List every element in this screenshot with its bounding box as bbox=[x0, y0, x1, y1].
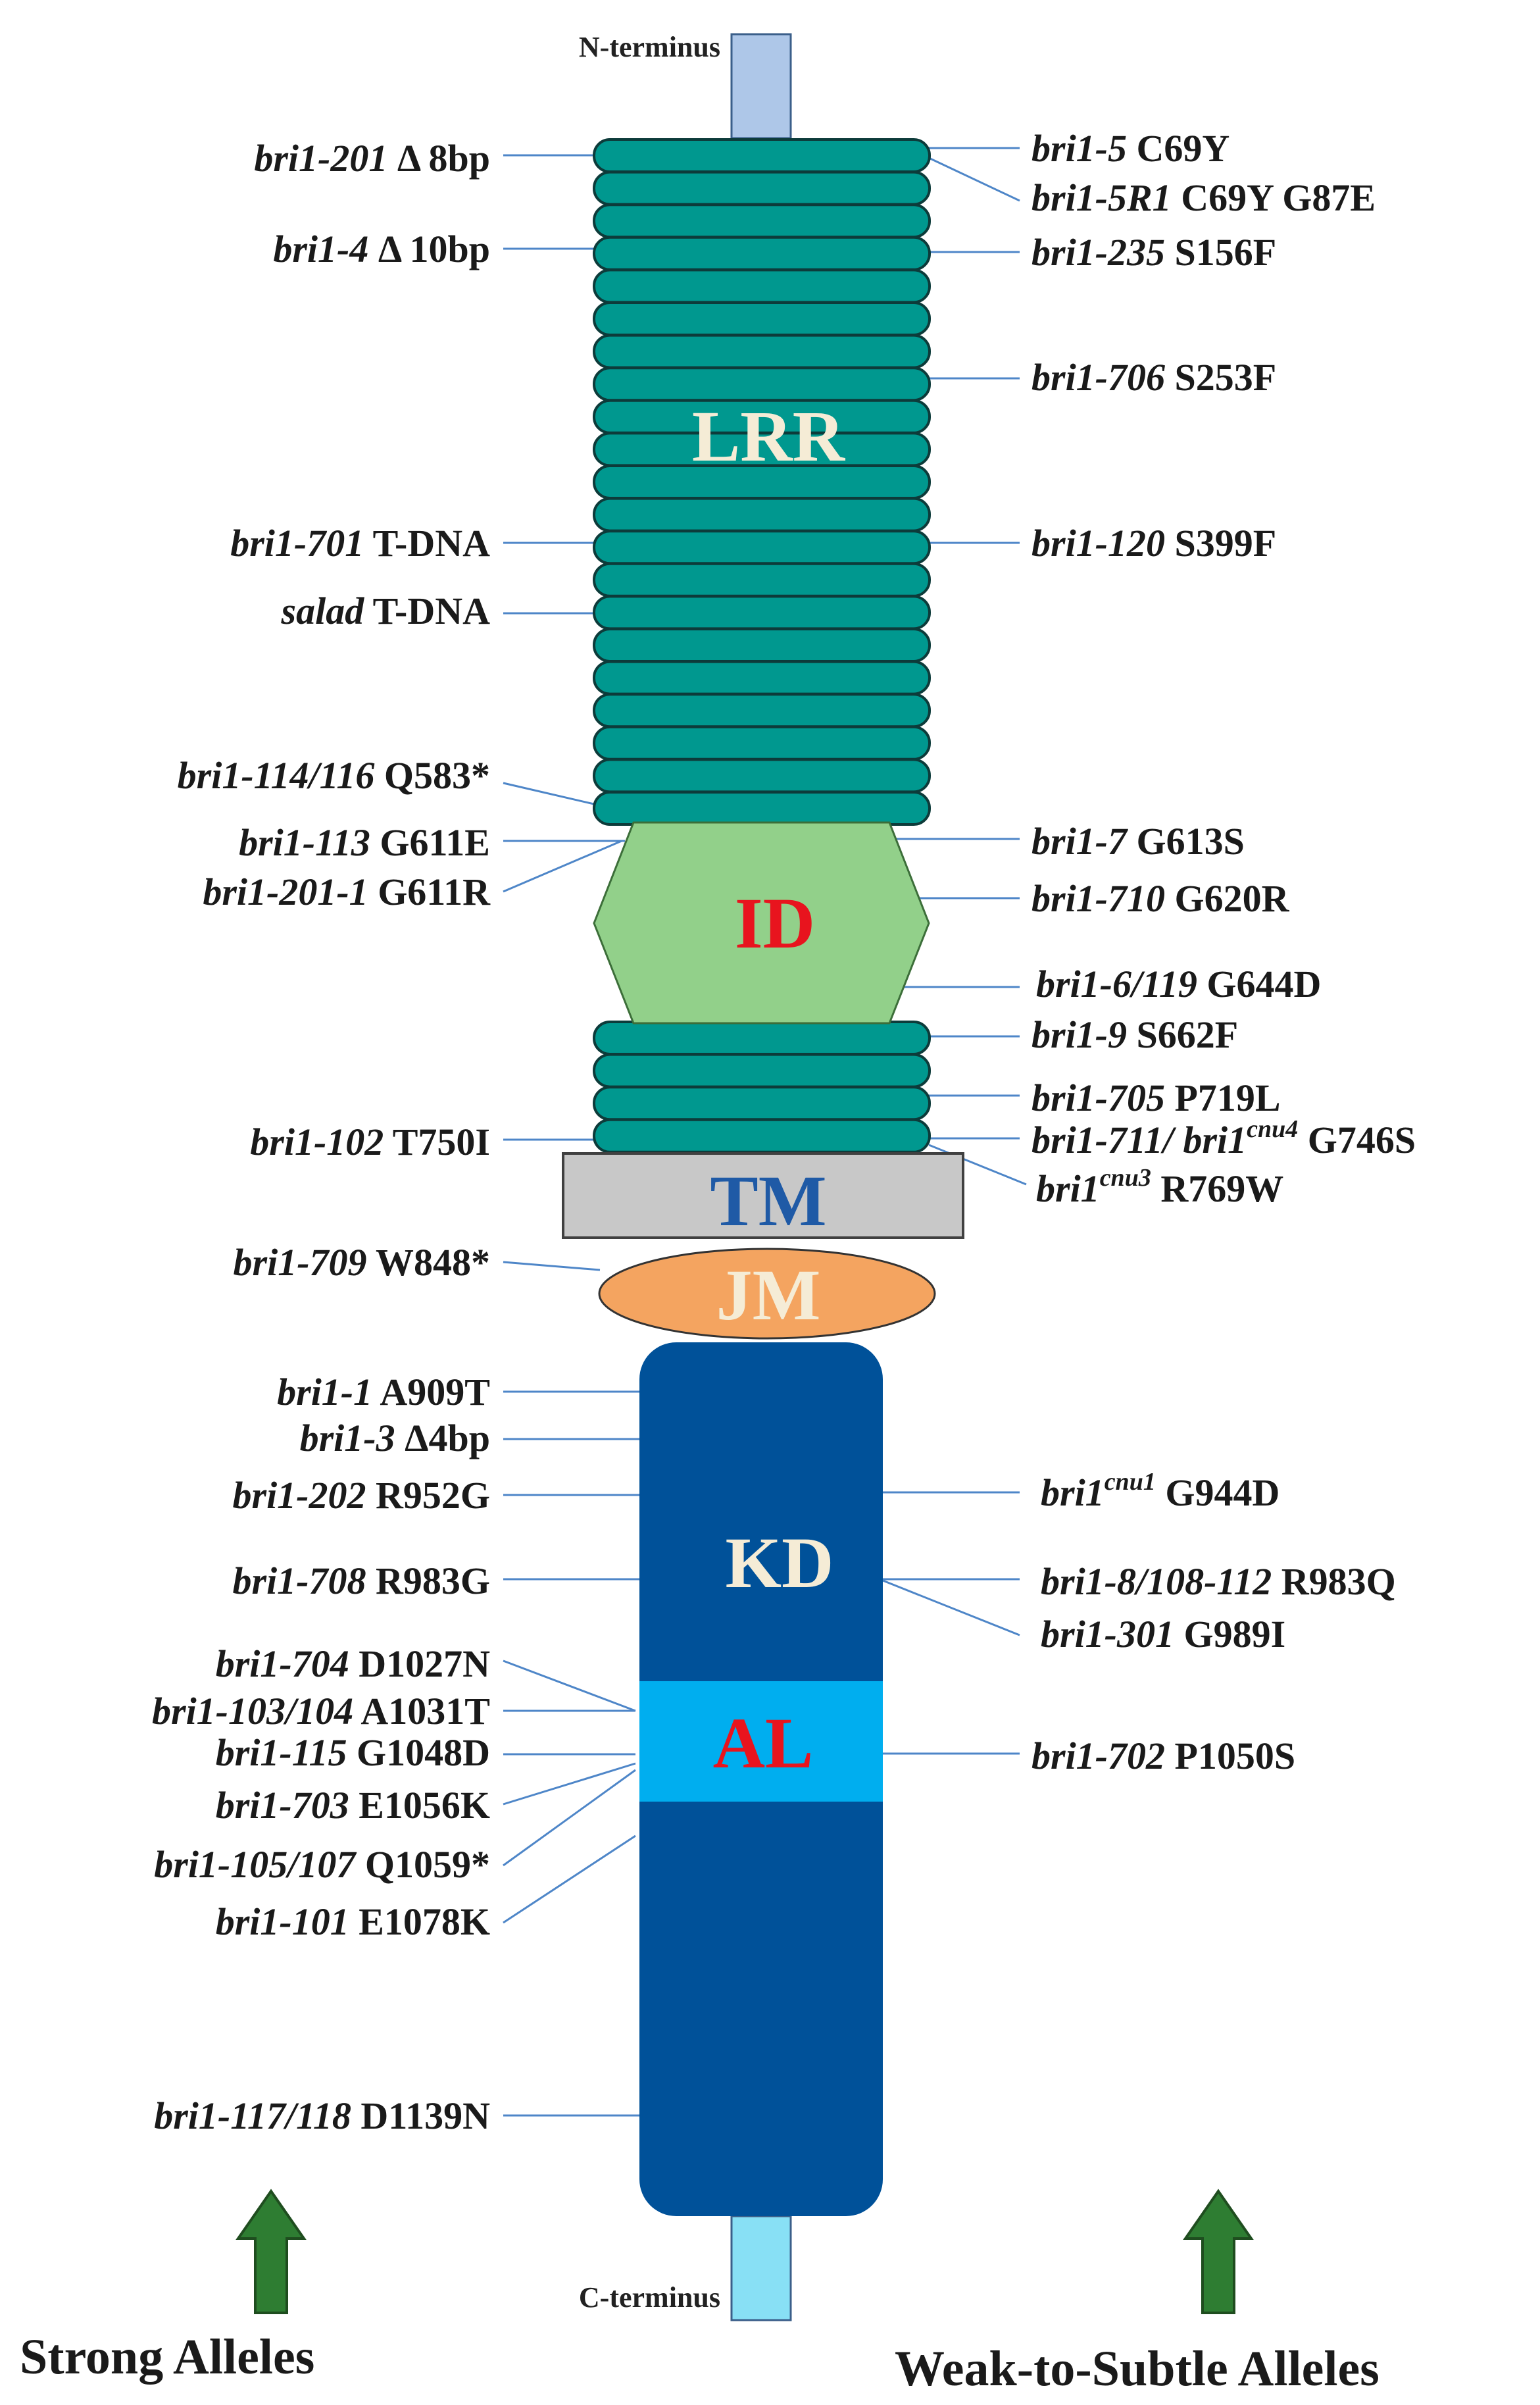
allele-label-left: bri1-105/107 Q1059* bbox=[154, 1843, 490, 1886]
allele-label-right: bri1-711/ bri1cnu4 G746S bbox=[1031, 1115, 1416, 1161]
allele-label-right: bri1-705 P719L bbox=[1031, 1076, 1281, 1119]
allele-label-right: bri1-235 S156F bbox=[1031, 231, 1276, 274]
allele-label-left: bri1-708 R983G bbox=[233, 1559, 491, 1602]
allele-label-right: bri1-710 G620R bbox=[1031, 877, 1290, 920]
al-box bbox=[639, 1681, 883, 1802]
connector-line bbox=[503, 1659, 636, 1712]
allele-label-left: bri1-201-1 G611R bbox=[203, 871, 491, 913]
lrr-repeat bbox=[593, 497, 931, 532]
allele-label-left: bri1-704 D1027N bbox=[216, 1642, 490, 1685]
legend: Strong Alleles Weak-to-Subtle Alleles bbox=[20, 2189, 1379, 2396]
allele-label-left: bri1-114/116 Q583* bbox=[178, 754, 490, 797]
lrr-repeat bbox=[593, 138, 931, 173]
allele-labels: bri1-201 Δ 8bp bri1-4 Δ 10bp bri1-701 T-DN… bbox=[152, 127, 1416, 2137]
strong-arrow-icon bbox=[236, 2189, 307, 2314]
lrr-repeat bbox=[593, 1118, 931, 1153]
lrr-repeat bbox=[593, 1021, 931, 1055]
allele-label-left: bri1-113 G611E bbox=[239, 821, 490, 864]
allele-label-right: bri1-9 S662F bbox=[1031, 1013, 1238, 1056]
c-terminus-label: C-terminus bbox=[579, 2281, 720, 2314]
kd-label: KD bbox=[726, 1523, 834, 1603]
n-terminus-bar bbox=[730, 33, 792, 139]
connector-line bbox=[503, 1762, 636, 1806]
strong-alleles-label: Strong Alleles bbox=[20, 2329, 314, 2385]
lrr-repeat bbox=[593, 236, 931, 271]
connector-lines bbox=[503, 147, 1027, 2117]
connector-line bbox=[882, 1579, 1020, 1636]
lrr-repeat bbox=[593, 693, 931, 728]
lrr-repeat bbox=[593, 660, 931, 696]
allele-label-left: bri1-115 G1048D bbox=[216, 1731, 490, 1774]
allele-label-left: bri1-117/118 D1139N bbox=[154, 2094, 490, 2137]
allele-label-right: bri1-301 G989I bbox=[1041, 1613, 1285, 1656]
tm-label: TM bbox=[710, 1161, 826, 1241]
allele-label-left: bri1-3 Δ4bp bbox=[300, 1417, 490, 1459]
jm-ellipse bbox=[598, 1248, 936, 1340]
lrr-repeat bbox=[593, 1086, 931, 1121]
lrr-repeat bbox=[593, 725, 931, 761]
lrr-repeat bbox=[593, 628, 931, 663]
allele-label-left: bri1-103/104 A1031T bbox=[152, 1690, 490, 1733]
al-label: AL bbox=[713, 1703, 814, 1783]
n-terminus-label: N-terminus bbox=[579, 31, 720, 63]
allele-label-right: bri1-120 S399F bbox=[1031, 522, 1276, 565]
lrr-repeat bbox=[593, 268, 931, 304]
connector-line bbox=[503, 1261, 601, 1271]
connector-line bbox=[503, 840, 622, 893]
allele-label-right: bri1-706 S253F bbox=[1031, 356, 1276, 399]
allele-label-left: bri1-202 R952G bbox=[233, 1474, 491, 1517]
lrr-repeat bbox=[593, 758, 931, 794]
tm-box bbox=[562, 1152, 964, 1239]
allele-label-right: bri1cnu1 G944D bbox=[1041, 1468, 1279, 1514]
lrr-repeat bbox=[593, 334, 931, 369]
allele-label-left: bri1-4 Δ 10bp bbox=[273, 228, 490, 270]
connector-line bbox=[928, 1144, 1027, 1186]
lrr-repeat bbox=[593, 367, 931, 402]
c-terminus-bar bbox=[730, 2215, 792, 2321]
allele-label-left: bri1-1 A909T bbox=[277, 1371, 490, 1413]
allele-label-left: bri1-102 T750I bbox=[250, 1121, 490, 1163]
allele-label-left: bri1-701 T-DNA bbox=[230, 522, 490, 565]
weak-alleles-label: Weak-to-Subtle Alleles bbox=[895, 2341, 1379, 2396]
id-hexagon bbox=[593, 821, 930, 1025]
lrr-repeat bbox=[593, 562, 931, 597]
connector-line bbox=[503, 782, 595, 805]
connector-line bbox=[503, 1835, 636, 1924]
allele-label-left: bri1-101 E1078K bbox=[216, 1900, 490, 1943]
lrr-repeat bbox=[593, 791, 931, 826]
lrr-repeat bbox=[593, 170, 931, 206]
lrr-repeat bbox=[593, 1053, 931, 1088]
allele-label-left: salad T-DNA bbox=[281, 590, 491, 632]
allele-label-left: bri1-201 Δ 8bp bbox=[254, 137, 490, 180]
allele-label-right: bri1-5 C69Y bbox=[1031, 127, 1230, 170]
jm-label: JM bbox=[716, 1255, 821, 1335]
allele-label-right: bri1-5R1 C69Y G87E bbox=[1031, 176, 1376, 219]
allele-label-right: bri1cnu3 R769W bbox=[1036, 1164, 1283, 1210]
lrr-repeat bbox=[593, 595, 931, 630]
allele-label-right: bri1-702 P1050S bbox=[1031, 1734, 1295, 1777]
lrr-repeat bbox=[593, 203, 931, 239]
id-label: ID bbox=[735, 883, 815, 963]
connector-line bbox=[928, 157, 1020, 202]
allele-label-left: bri1-709 W848* bbox=[234, 1241, 490, 1284]
lrr-label: LRR bbox=[692, 396, 846, 476]
lrr-repeat bbox=[593, 530, 931, 565]
allele-label-right: bri1-6/119 G644D bbox=[1036, 963, 1321, 1005]
weak-arrow-icon bbox=[1183, 2189, 1254, 2314]
allele-label-left: bri1-703 E1056K bbox=[216, 1784, 490, 1827]
connector-line bbox=[503, 1769, 636, 1867]
allele-label-right: bri1-7 G613S bbox=[1031, 820, 1245, 863]
allele-label-right: bri1-8/108-112 R983Q bbox=[1041, 1560, 1396, 1603]
lrr-repeat bbox=[593, 301, 931, 336]
